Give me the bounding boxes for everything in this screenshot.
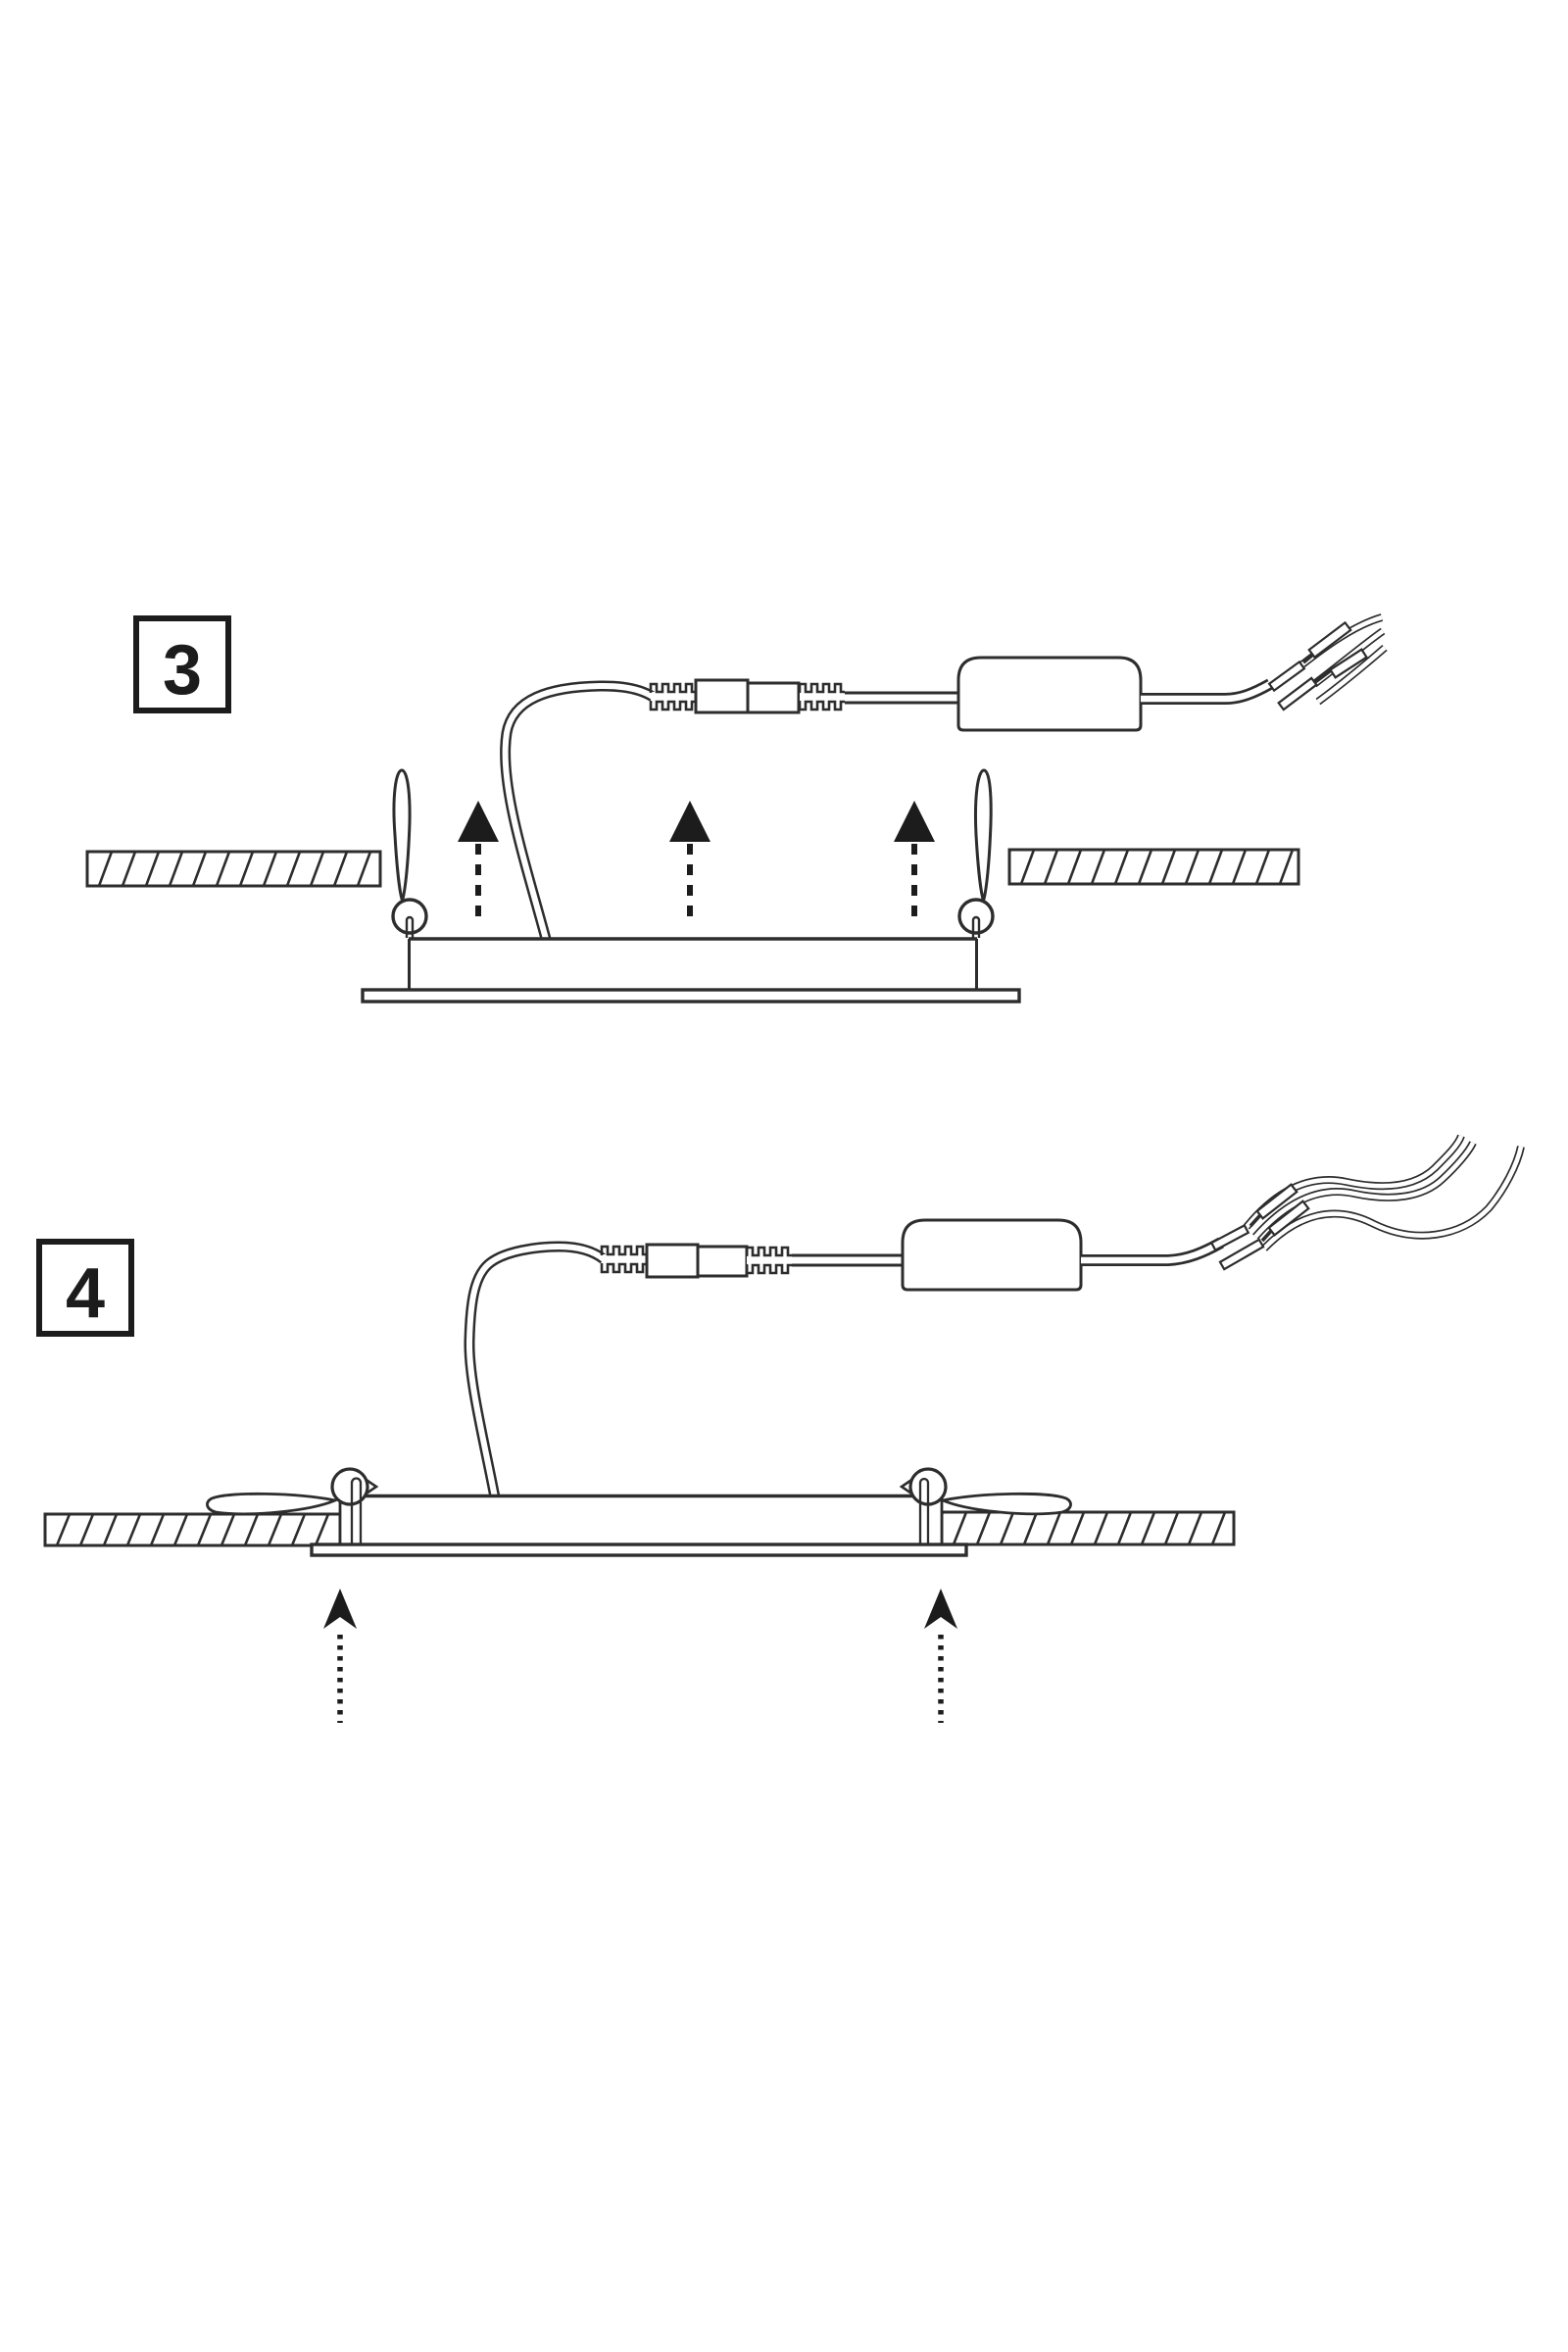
svg-text:3: 3 bbox=[163, 631, 202, 710]
svg-text:4: 4 bbox=[66, 1254, 105, 1333]
